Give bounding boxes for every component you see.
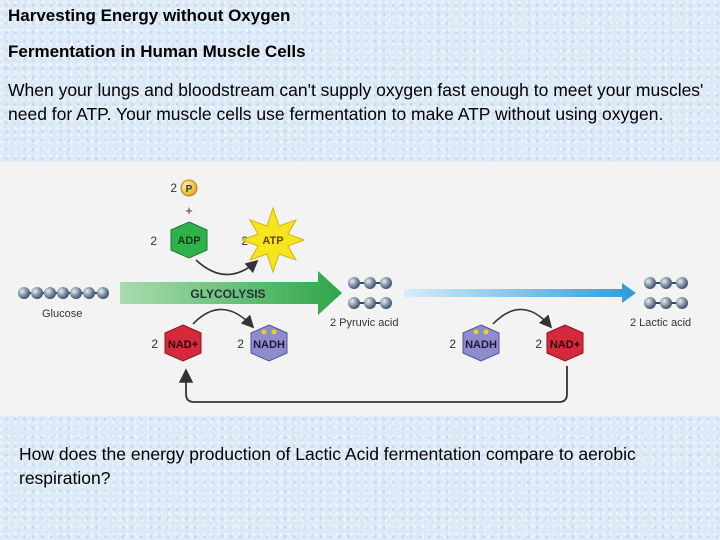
- nadh-left-label: NADH: [253, 339, 285, 351]
- phosphate-icon: [180, 179, 198, 197]
- page-title: Harvesting Energy without Oxygen: [8, 6, 291, 25]
- glycolysis-label: GLYCOLYSIS: [190, 287, 265, 301]
- plus-sign: +: [185, 203, 193, 218]
- lactic-acid-molecules-icon: [644, 277, 688, 309]
- nadh-right-coefficient: 2: [449, 337, 456, 351]
- adp-to-atp-arrow: [195, 259, 259, 276]
- nadh-left-icon: [250, 324, 288, 362]
- intro-text: When your lungs and bloodstream can't su…: [8, 80, 704, 124]
- nadh-right-icon: [462, 324, 500, 362]
- atp-label: ATP: [262, 235, 283, 247]
- pyruvic-acid-molecules-icon: [348, 277, 392, 309]
- glycolysis-arrow: [120, 271, 342, 315]
- nad-to-nadh-arrow: [192, 308, 255, 329]
- nad-left-coefficient: 2: [151, 337, 158, 351]
- nad-recycle-arrow: [178, 366, 568, 403]
- question-text: How does the energy production of Lactic…: [19, 444, 636, 488]
- glucose-molecule-icon: [18, 287, 109, 299]
- nad-right-coefficient: 2: [535, 337, 542, 351]
- atp-star-icon: [240, 206, 306, 274]
- adp-coefficient: 2: [150, 234, 157, 248]
- nad-right-icon: [546, 324, 584, 362]
- page-subtitle: Fermentation in Human Muscle Cells: [8, 42, 306, 61]
- adp-hexagon-icon: [170, 221, 208, 259]
- phosphate-label: P: [186, 184, 193, 195]
- fermentation-diagram: 2 P + 2 ADP 2 ATP Glucose GLYCOLYSIS 2 P…: [0, 162, 720, 416]
- nad-left-label: NAD+: [168, 339, 198, 351]
- phosphate-coefficient: 2: [170, 181, 177, 195]
- pyruvic-acid-label: 2 Pyruvic acid: [330, 317, 398, 329]
- nadh-left-coefficient: 2: [237, 337, 244, 351]
- nadh-right-label: NADH: [465, 339, 497, 351]
- nadh-to-nad-arrow: [492, 308, 553, 329]
- nad-right-label: NAD+: [550, 339, 580, 351]
- lactic-acid-label: 2 Lactic acid: [630, 317, 691, 329]
- adp-label: ADP: [177, 235, 200, 247]
- fermentation-arrow: [404, 283, 636, 303]
- glucose-label: Glucose: [42, 308, 82, 320]
- nad-left-icon: [164, 324, 202, 362]
